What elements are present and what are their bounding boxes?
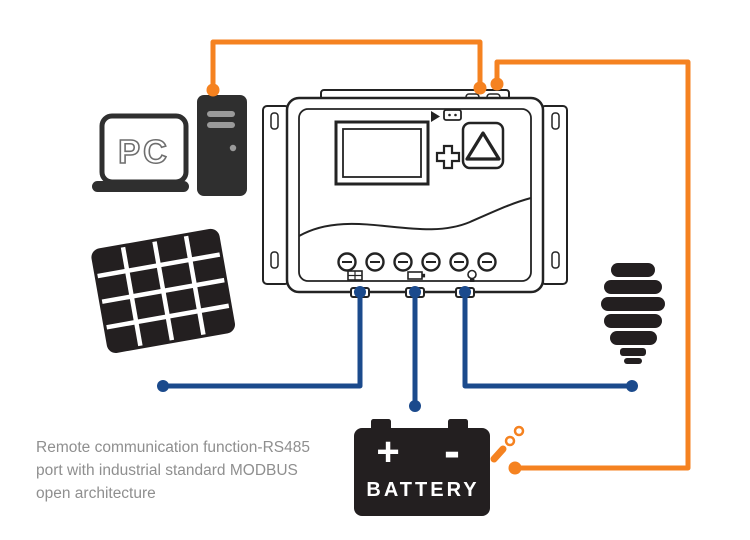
pc-base <box>92 181 189 192</box>
controller-left-wing <box>262 105 290 285</box>
controller-face <box>298 108 532 282</box>
wire-endpoint <box>409 400 421 412</box>
bulb-base <box>620 348 646 356</box>
temperature-sensor-icon <box>490 425 525 463</box>
mount-slot <box>270 112 279 130</box>
mount-slot <box>270 251 279 269</box>
wire-endpoint <box>354 286 366 298</box>
pc-label: PC <box>118 133 170 170</box>
wire-endpoint <box>473 81 487 95</box>
mini-battery-icon <box>407 271 426 280</box>
wire-endpoint <box>409 286 421 298</box>
charge-controller-group <box>262 89 568 298</box>
caption-line-2: port with industrial standard MODBUS <box>36 462 298 479</box>
mount-slot <box>551 112 560 130</box>
solar-panel-grid <box>97 235 230 347</box>
plus-button-icon[interactable] <box>435 144 461 170</box>
bulb-base-tip <box>624 358 642 364</box>
wire-pv-to-controller <box>160 289 363 389</box>
usb-pin <box>454 113 457 117</box>
wire-endpoint <box>490 77 504 91</box>
arrow-icon <box>431 111 440 122</box>
battery-icon: + - BATTERY <box>354 419 490 516</box>
wire-controller-to-sensor <box>494 59 691 471</box>
controller-right-wing <box>540 105 568 285</box>
warning-triangle-icon <box>465 131 501 161</box>
pc-tower-vent <box>207 122 235 128</box>
terminal-screws[interactable] <box>337 252 497 272</box>
cfl-bulb-icon <box>601 263 665 364</box>
wire-pc-to-controller <box>210 39 483 93</box>
wire-load-to-controller <box>462 289 635 389</box>
caption-line-1: Remote communication function-RS485 <box>36 439 310 456</box>
wire-endpoint <box>459 286 471 298</box>
wires <box>157 39 691 475</box>
wire-endpoint <box>157 380 169 392</box>
usb-pin <box>448 113 451 117</box>
solar-panel-icon <box>91 228 236 353</box>
usb-port-icon <box>443 109 462 121</box>
caption-line-3: open architecture <box>36 485 156 502</box>
terminal-legend-icons <box>347 269 477 282</box>
lcd-screen <box>334 120 430 186</box>
battery-minus-sign: - <box>444 425 460 478</box>
wire-endpoint <box>508 461 522 475</box>
lcd-screen-inner <box>342 128 422 178</box>
caption: Remote communication function-RS485 port… <box>36 436 310 505</box>
mini-bulb-icon <box>467 269 477 282</box>
pc-tower-power-dot <box>229 144 237 152</box>
battery-plus-sign: + <box>376 430 399 474</box>
warning-button[interactable] <box>461 121 505 170</box>
wire-endpoint <box>626 380 638 392</box>
mini-solar-icon <box>347 270 363 281</box>
wire-endpoint <box>206 83 220 97</box>
sensor-probe <box>490 445 507 463</box>
face-curve <box>298 197 532 237</box>
pc-tower-icon <box>197 95 247 196</box>
pc-group: PC <box>92 95 247 196</box>
battery-label: BATTERY <box>366 479 479 501</box>
battery-body <box>354 428 490 516</box>
mount-slot <box>551 251 560 269</box>
pc-tower-vent <box>207 111 235 117</box>
